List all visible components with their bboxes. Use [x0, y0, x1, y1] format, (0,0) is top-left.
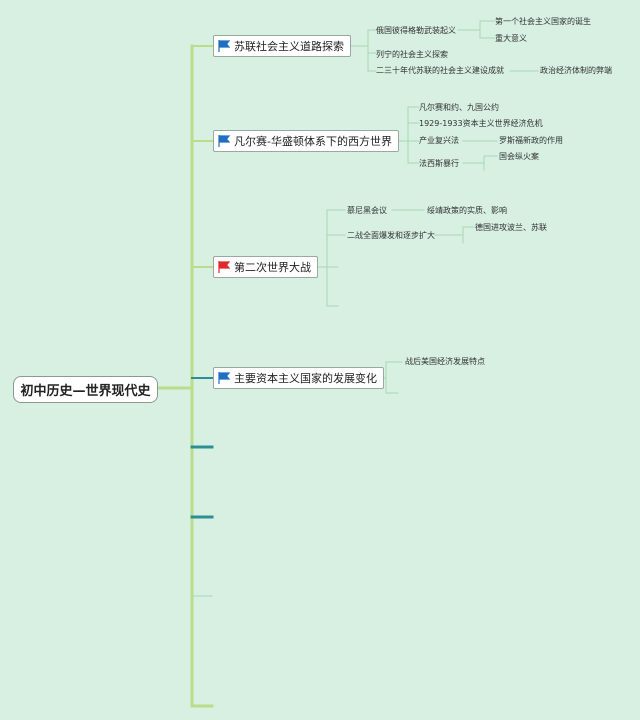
- leaf-us-economy[interactable]: 战后美国经济发展特点: [405, 357, 485, 366]
- topic-soviet-socialism[interactable]: 苏联社会主义道路探索: [213, 35, 351, 57]
- leaf-appeasement[interactable]: 绥靖政策的实质、影响: [427, 206, 507, 215]
- leaf-reichstag-fire[interactable]: 国会纵火案: [499, 152, 539, 161]
- leaf-soviet-achievements[interactable]: 二三十年代苏联的社会主义建设成就: [376, 66, 504, 75]
- leaf-munich-conference[interactable]: 慕尼黑会议: [347, 206, 387, 215]
- topic-label: 第二次世界大战: [234, 261, 311, 274]
- blue-flag-icon: [218, 372, 230, 384]
- leaf-lenin-exploration[interactable]: 列宁的社会主义探索: [376, 50, 448, 59]
- leaf-versailles-treaty[interactable]: 凡尔赛和约、九国公约: [419, 103, 499, 112]
- leaf-first-socialist-state[interactable]: 第一个社会主义国家的诞生: [495, 17, 591, 26]
- leaf-petrograd-uprising[interactable]: 俄国彼得格勒武装起义: [376, 26, 456, 35]
- topic-label: 主要资本主义国家的发展变化: [234, 372, 377, 385]
- topic-label: 苏联社会主义道路探索: [234, 40, 344, 53]
- root-topic[interactable]: 初中历史—世界现代史: [13, 376, 158, 403]
- topic-capitalist-countries[interactable]: 主要资本主义国家的发展变化: [213, 367, 384, 389]
- red-flag-icon: [218, 261, 230, 273]
- blue-flag-icon: [218, 40, 230, 52]
- leaf-industrial-recovery-act[interactable]: 产业复兴法: [419, 136, 459, 145]
- leaf-germany-attacks[interactable]: 德国进攻波兰、苏联: [475, 223, 547, 232]
- topic-world-war-two[interactable]: 第二次世界大战: [213, 256, 318, 278]
- topic-versailles-washington[interactable]: 凡尔赛-华盛顿体系下的西方世界: [213, 130, 399, 152]
- blue-flag-icon: [218, 135, 230, 147]
- leaf-new-deal-effect[interactable]: 罗斯福新政的作用: [499, 136, 563, 145]
- leaf-fascist-atrocities[interactable]: 法西斯暴行: [419, 159, 459, 168]
- leaf-economic-crisis[interactable]: 1929-1933资本主义世界经济危机: [419, 119, 543, 128]
- root-topic-label: 初中历史—世界现代史: [20, 384, 151, 399]
- leaf-system-drawbacks[interactable]: 政治经济体制的弊端: [540, 66, 612, 75]
- leaf-war-outbreak[interactable]: 二战全面爆发和逐步扩大: [347, 231, 435, 240]
- leaf-significance[interactable]: 重大意义: [495, 34, 527, 43]
- topic-label: 凡尔赛-华盛顿体系下的西方世界: [234, 135, 392, 148]
